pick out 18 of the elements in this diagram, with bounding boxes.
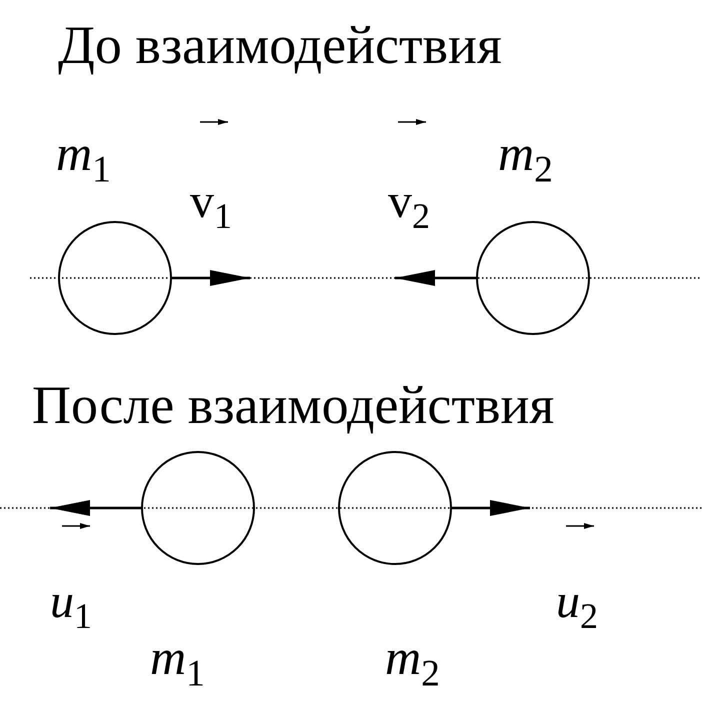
ball-circle: [476, 221, 590, 335]
velocity-symbol: v$_{2}$: [388, 178, 430, 234]
velocity-arrow: [50, 500, 141, 516]
velocity-symbol: u$_{1}$: [50, 578, 92, 634]
mass-symbol: m$_{1}$: [150, 632, 205, 693]
mass-symbol: m$_{2}$: [498, 128, 553, 189]
velocity-symbol: v$_{1}$: [190, 178, 232, 234]
velocity-arrow: [172, 270, 250, 286]
velocity-symbol: u$_{2}$: [556, 578, 598, 634]
mass-symbol: m$_{2}$: [385, 632, 440, 693]
ball-circle: [141, 451, 255, 565]
heading: После взаимодействия: [32, 378, 554, 432]
mass-symbol: m$_{1}$: [56, 128, 111, 189]
velocity-arrow: [395, 270, 476, 286]
velocity-arrow: [452, 500, 530, 516]
ball-circle: [58, 221, 172, 335]
heading: До взаимодействия: [58, 18, 502, 72]
ball-circle: [338, 451, 452, 565]
